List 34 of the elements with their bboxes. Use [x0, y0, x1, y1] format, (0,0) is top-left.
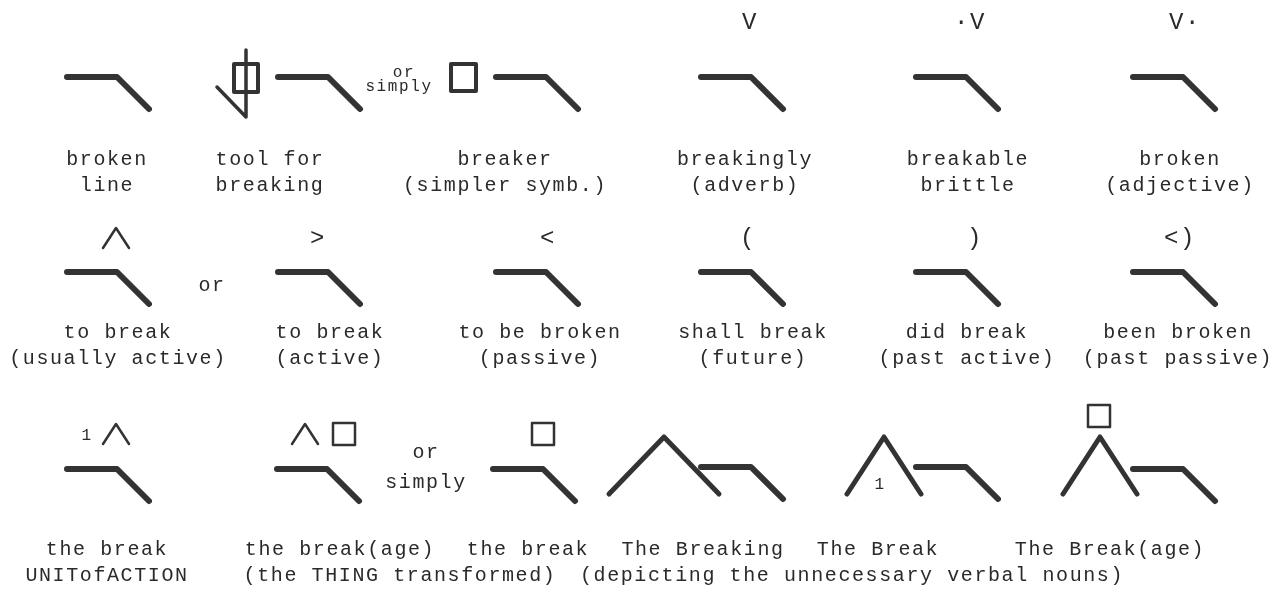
symbol-mark: >	[310, 224, 326, 254]
symbol-mark: <	[540, 224, 556, 254]
connective-word: or	[412, 440, 440, 466]
symbol-mark: ·V	[954, 8, 986, 38]
caption: tool for breaking	[214, 147, 326, 199]
caption: did break (past active)	[877, 320, 1057, 372]
caption: the break(age)	[244, 537, 436, 563]
caption: to break (usually active)	[8, 320, 228, 372]
symbol-mark: (	[740, 224, 756, 254]
caption: breaker (simpler symb.)	[401, 147, 608, 199]
caption: shall break (future)	[677, 320, 829, 372]
caption: (the THING transformed)	[243, 563, 557, 589]
symbol-mark: <)	[1164, 224, 1196, 254]
caption: breakingly (adverb)	[675, 147, 814, 199]
connective-word: or	[198, 273, 226, 299]
symbol-mark: V·	[1169, 8, 1201, 38]
caption: the break UNITofACTION	[24, 537, 190, 589]
symbol-mark: V	[742, 8, 758, 38]
caption: The Break(age)	[1014, 537, 1206, 563]
caption: been broken (past passive)	[1081, 320, 1275, 372]
caption: The Break	[816, 537, 940, 563]
caption: broken line	[65, 147, 149, 199]
symbol-mark: )	[967, 224, 983, 254]
connective-word: simply	[385, 470, 467, 496]
caption: to be broken (passive)	[457, 320, 623, 372]
caption: The Breaking	[621, 537, 785, 563]
symbol-mark: 1	[81, 426, 93, 447]
symbol-mark: 1	[874, 475, 886, 496]
caption: to break (active)	[274, 320, 386, 372]
caption: broken (adjective)	[1104, 147, 1256, 199]
caption: breakable brittle	[905, 147, 1031, 199]
caption: (depicting the unnecessary verbal nouns)	[579, 563, 1125, 589]
connective-word: simply	[365, 77, 433, 98]
caption: the break	[466, 537, 590, 563]
